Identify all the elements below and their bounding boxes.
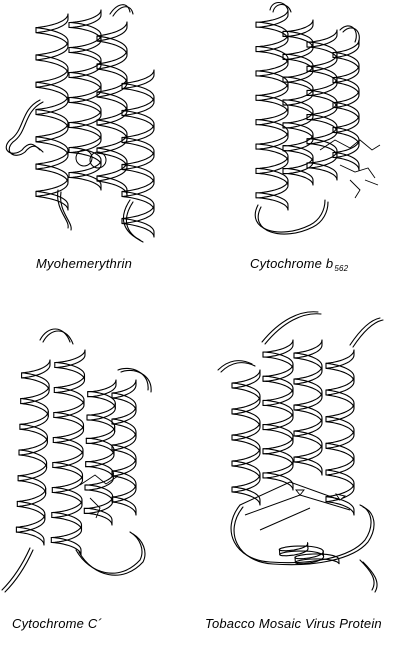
helix-c <box>96 21 128 196</box>
n-terminal-loop <box>217 360 256 373</box>
c-terminal-loop <box>1 547 34 593</box>
panel-cytochrome-b562 <box>200 0 400 250</box>
myohemerythrin-ribbon-diagram <box>5 4 155 243</box>
bottom-loop <box>75 531 146 576</box>
bottom-loop <box>230 504 375 566</box>
helix-a <box>231 369 261 506</box>
right-loop <box>117 367 152 393</box>
panel-cytochrome-c-prime <box>0 320 200 600</box>
right-loop <box>339 25 360 45</box>
top-loop <box>39 328 74 345</box>
helix-b <box>50 349 86 556</box>
caption-tmv-protein: Tobacco Mosaic Virus Protein <box>205 616 382 631</box>
top-loop <box>109 4 134 17</box>
beta-strands <box>239 481 351 531</box>
c-terminal-strand <box>349 317 384 348</box>
caption-cytochrome-b562-subscript: 562 <box>334 264 349 273</box>
caption-cytochrome-c-prime-text: Cytochrome C´ <box>12 616 103 631</box>
top-loop <box>261 311 322 345</box>
helix-b <box>262 339 294 491</box>
helix-d <box>111 379 137 516</box>
cytochrome-b562-ribbon-diagram <box>254 1 381 235</box>
helix-a <box>255 9 289 211</box>
panel-myohemerythrin <box>0 0 200 250</box>
lower-helix <box>278 542 340 565</box>
caption-cytochrome-b562: Cytochrome b562 <box>250 256 348 273</box>
helix-a <box>15 359 51 546</box>
caption-myohemerythrin-text: Myohemerythrin <box>36 256 132 271</box>
caption-cytochrome-c-prime: Cytochrome C´ <box>12 616 102 631</box>
caption-cytochrome-b562-text: Cytochrome b <box>250 256 334 271</box>
helix-d <box>121 69 155 238</box>
c-terminal-loop <box>122 199 144 243</box>
helix-c <box>83 379 117 526</box>
tail-loop <box>359 559 378 593</box>
connecting-loop <box>57 189 72 231</box>
tmv-protein-ribbon-diagram <box>217 311 384 593</box>
helix-a <box>35 13 69 211</box>
cytochrome-c-prime-ribbon-diagram <box>1 328 152 593</box>
helix-b <box>68 9 102 191</box>
iron-atoms <box>75 149 107 169</box>
n-terminal-loop <box>5 99 44 156</box>
helix-d <box>325 349 355 516</box>
caption-tmv-protein-text: Tobacco Mosaic Virus Protein <box>205 616 382 631</box>
caption-myohemerythrin: Myohemerythrin <box>36 256 132 271</box>
heme-group <box>319 139 381 199</box>
top-loop <box>269 1 292 13</box>
heme-group <box>79 474 119 519</box>
bottom-loop <box>254 199 329 235</box>
helix-d <box>332 39 360 171</box>
helix-c <box>293 339 323 476</box>
panel-tmv-protein <box>200 300 400 600</box>
